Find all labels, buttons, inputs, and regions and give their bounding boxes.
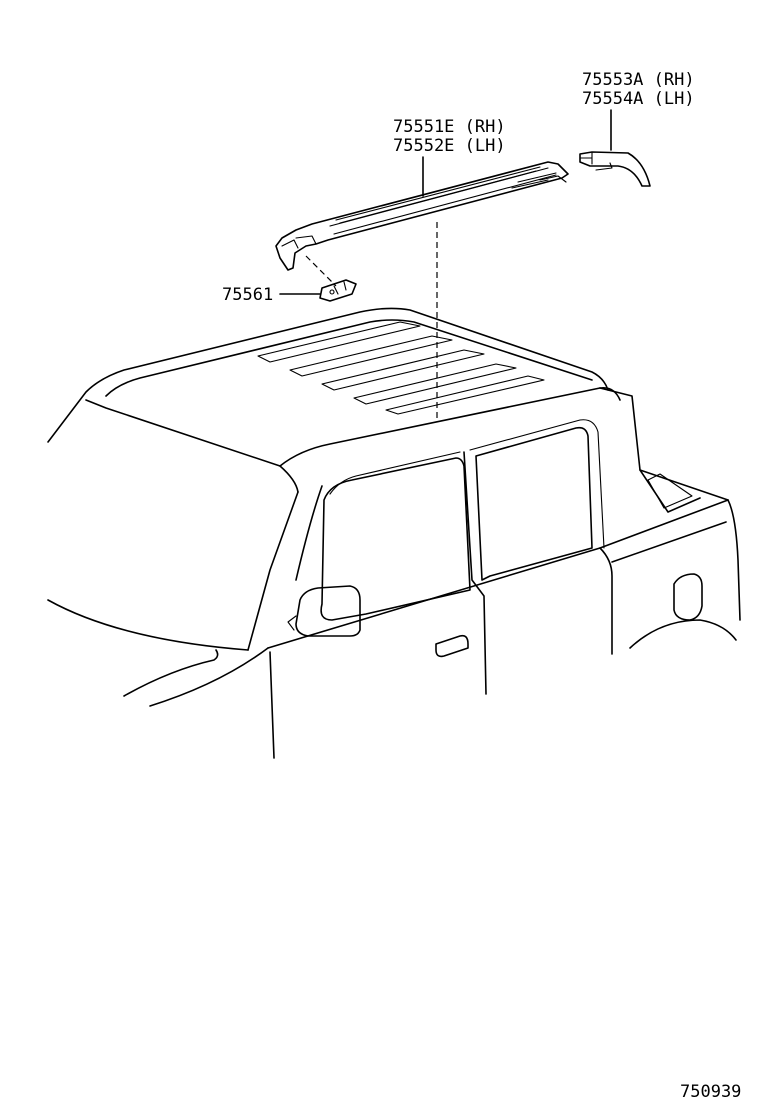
vehicle-body-outline (47, 307, 741, 759)
label-75561: 75561 (222, 285, 273, 305)
label-75554A-lh: 75554A (LH) (582, 89, 695, 109)
label-75553A-rh: 75553A (RH) (582, 70, 695, 90)
roof-drip-molding-part (275, 161, 569, 271)
roof-molding-cap-part (579, 151, 651, 187)
clip-part (319, 279, 357, 302)
label-75551E-rh: 75551E (RH) (393, 117, 506, 137)
dashed-guide-clip (305, 255, 337, 287)
diagram-code: 750939 (680, 1082, 741, 1102)
label-75552E-lh: 75552E (LH) (393, 136, 506, 156)
